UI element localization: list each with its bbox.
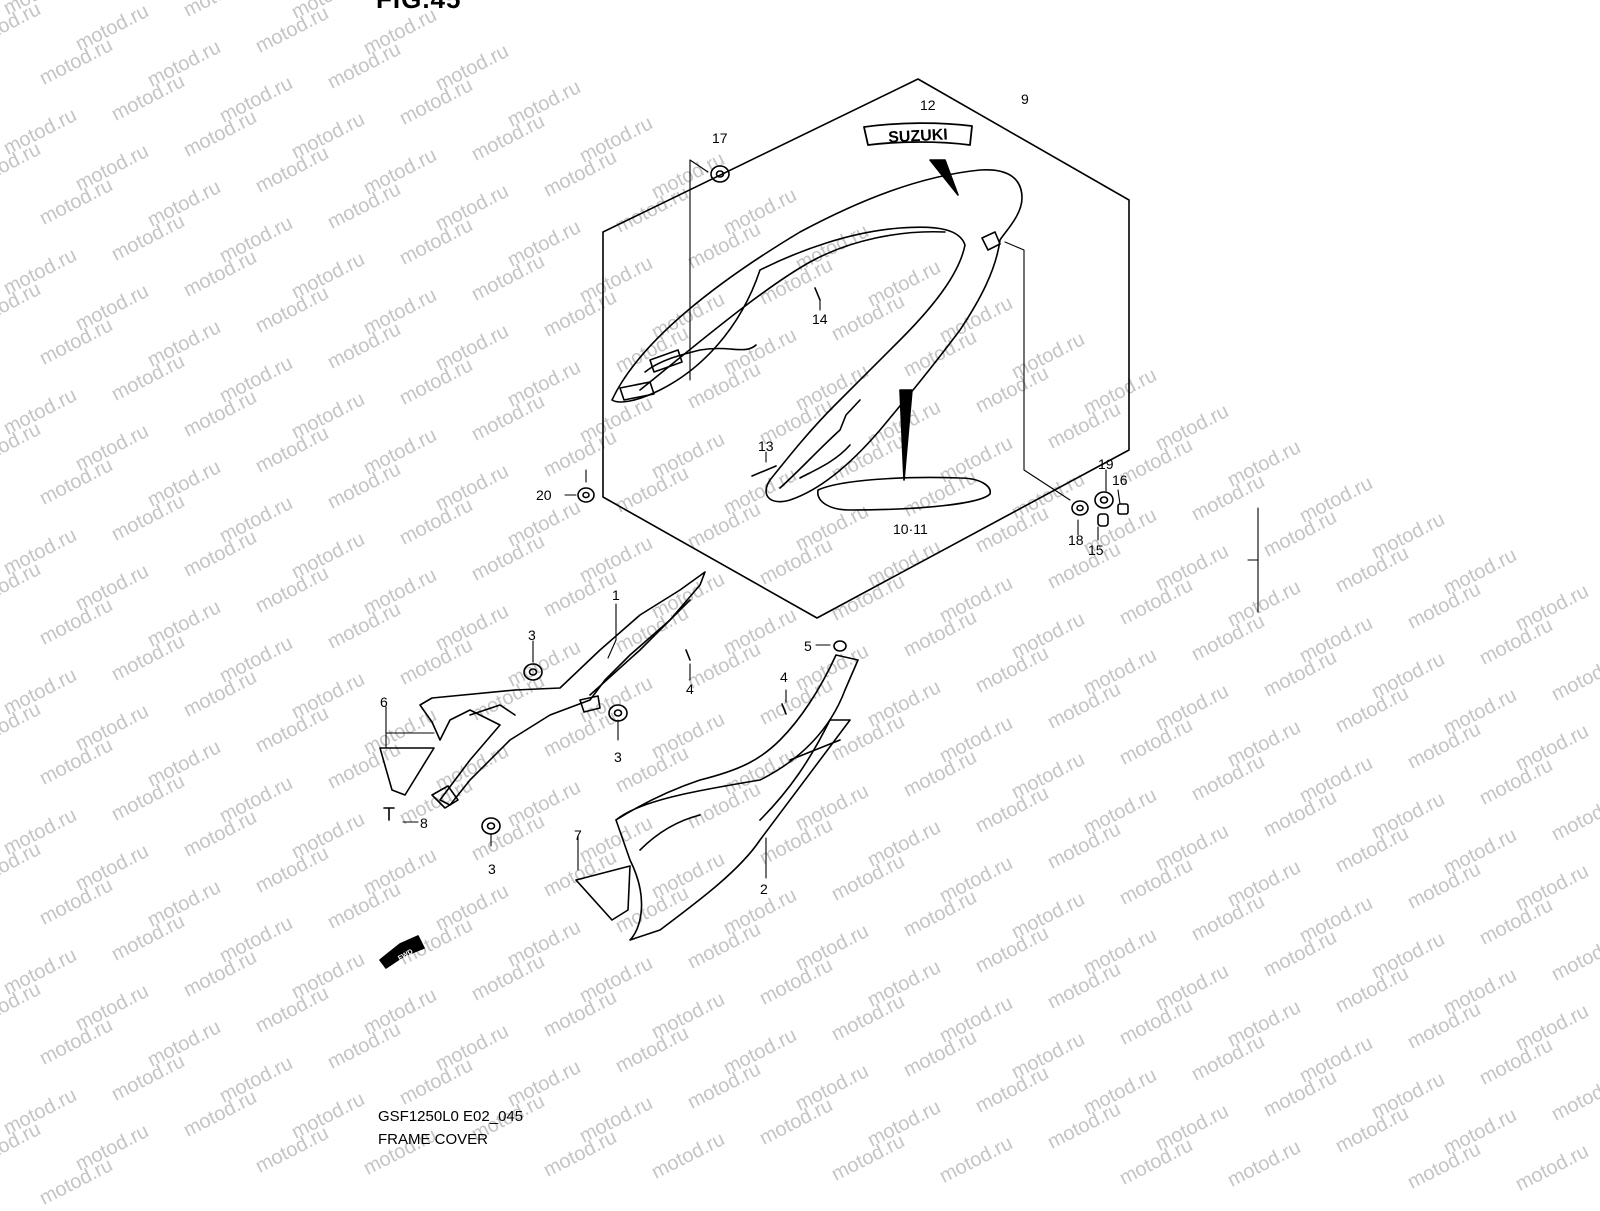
- fwd-arrow-icon: [379, 935, 425, 969]
- nut-20: [577, 487, 595, 503]
- figure-title: FIG.45: [376, 0, 461, 15]
- seat-cover-lower-edge: [779, 399, 861, 489]
- cover-inner-line: [639, 814, 701, 851]
- spacer-15: [1097, 513, 1109, 527]
- callout-17: 17: [712, 130, 728, 146]
- callout-18: 18: [1068, 532, 1084, 548]
- callout-9: 9: [1021, 91, 1029, 107]
- assembly-boundary: [602, 78, 1130, 619]
- callout-6: 6: [380, 694, 388, 710]
- seat-cover-inner-flange: [799, 444, 851, 479]
- seat-cover-inner-edge: [644, 344, 757, 373]
- cover-inner-line: [789, 739, 841, 761]
- seat-cover-mount-tab: [981, 231, 1001, 251]
- callout-3: 3: [614, 749, 622, 765]
- screw-5: [833, 640, 847, 652]
- cushion-19: [1094, 491, 1114, 509]
- seat-cover-bracket: [619, 381, 655, 401]
- grommet-17: [710, 165, 730, 183]
- grommet-3: [523, 663, 543, 681]
- callout-10-11: 10·11: [893, 521, 928, 537]
- leader-line: [929, 159, 959, 196]
- clip-14: [814, 287, 821, 301]
- callout-13: 13: [758, 438, 774, 454]
- suzuki-emblem: [863, 122, 973, 146]
- callout-5: 5: [804, 638, 812, 654]
- callout-1: 1: [612, 587, 620, 603]
- nut-16: [1117, 503, 1129, 515]
- callout-8: 8: [420, 815, 428, 831]
- frame-cover-right: [419, 571, 706, 806]
- model-code: GSF1250L0 E02_045: [378, 1108, 524, 1125]
- seal-13: [751, 465, 777, 477]
- seat-tail-cover: [611, 169, 1023, 503]
- callout-7: 7: [574, 827, 582, 843]
- callout-4: 4: [780, 669, 788, 685]
- side-panel-7: [575, 865, 631, 921]
- cover-mount-tab: [431, 785, 459, 809]
- seat-cover-bracket: [649, 349, 683, 373]
- bandit-decal: [817, 476, 991, 511]
- callout-3: 3: [488, 861, 496, 877]
- callout-12: 12: [920, 97, 936, 113]
- cover-inner-line: [589, 599, 691, 696]
- panel-clip-cover: [379, 747, 435, 796]
- grommet-3: [481, 817, 501, 835]
- grommet-3: [608, 704, 628, 722]
- cover-mount-tab: [579, 695, 601, 713]
- callout-4: 4: [686, 681, 694, 697]
- frame-cover-left: [615, 654, 859, 821]
- suzuki-emblem-text: SUZUKI: [888, 126, 948, 146]
- clip-4: [781, 703, 787, 715]
- callout-2: 2: [760, 881, 768, 897]
- callout-14: 14: [812, 311, 828, 327]
- cover-inner-line: [469, 704, 516, 716]
- callout-16: 16: [1112, 472, 1128, 488]
- frame-cover-left-body: [615, 719, 851, 941]
- callout-19: 19: [1098, 456, 1114, 472]
- callout-3: 3: [528, 627, 536, 643]
- cushion-18: [1071, 500, 1089, 516]
- screw-8: [383, 807, 395, 821]
- leader-line: [899, 389, 913, 481]
- callout-20: 20: [536, 487, 552, 503]
- leader-lines: [385, 159, 1259, 879]
- section-name: FRAME COVER: [378, 1131, 489, 1148]
- clip-4: [685, 649, 691, 661]
- callout-15: 15: [1088, 542, 1104, 558]
